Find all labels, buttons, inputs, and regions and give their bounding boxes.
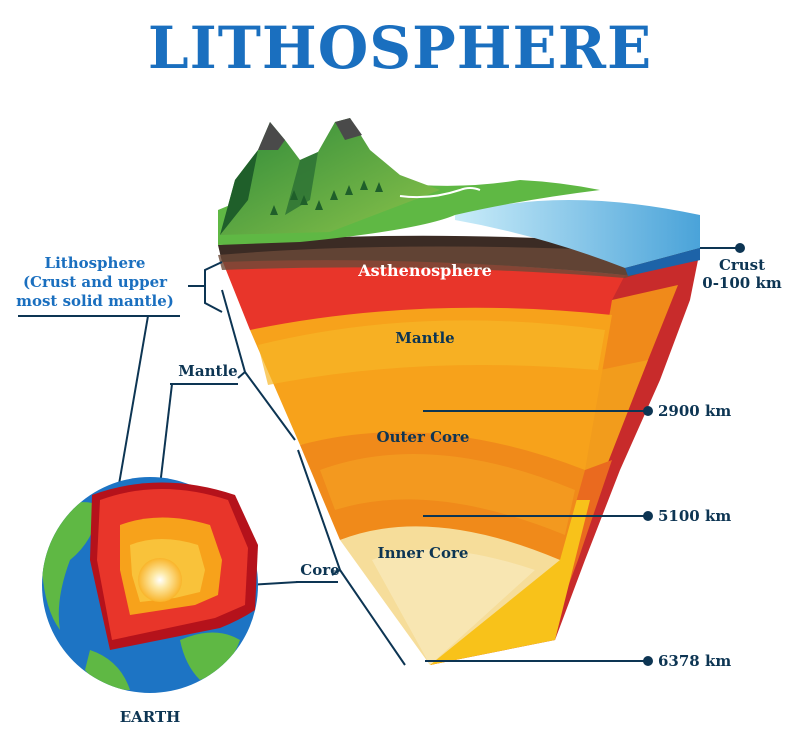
earth-inner-core — [138, 558, 182, 602]
earth-label: EARTH — [120, 708, 181, 726]
depth-6378-label: 6378 km — [658, 652, 731, 670]
mantle-side-label: Mantle — [178, 362, 237, 380]
lithosphere-bracket — [188, 261, 223, 313]
earth-cross-section-wedge — [218, 118, 700, 665]
lithosphere-label-line2: (Crust and upper — [23, 273, 168, 291]
depth-6378-leader — [425, 656, 653, 666]
inner-core-label: Inner Core — [378, 544, 469, 562]
crust-label: Crust — [719, 256, 765, 274]
page-title: LITHOSPHERE — [148, 14, 652, 82]
lithosphere-label-line3: most solid mantle) — [16, 292, 174, 310]
depth-5100-leader — [423, 511, 653, 521]
earth-globe — [42, 477, 258, 693]
depth-5100-label: 5100 km — [658, 507, 731, 525]
outer-core-label: Outer Core — [377, 428, 470, 446]
core-side-label: Core — [300, 561, 339, 579]
lithosphere-label-line1: Lithosphere — [45, 254, 146, 272]
crust-depth-label: 0-100 km — [702, 274, 782, 292]
asthenosphere-label: Asthenosphere — [357, 261, 492, 280]
depth-2900-label: 2900 km — [658, 402, 731, 420]
mantle-layer-label: Mantle — [395, 329, 454, 347]
mantle-bracket — [221, 289, 296, 441]
depth-2900-leader — [423, 406, 653, 416]
ocean-surface — [455, 200, 700, 268]
core-bracket — [297, 449, 406, 666]
crust-leader — [700, 243, 745, 253]
